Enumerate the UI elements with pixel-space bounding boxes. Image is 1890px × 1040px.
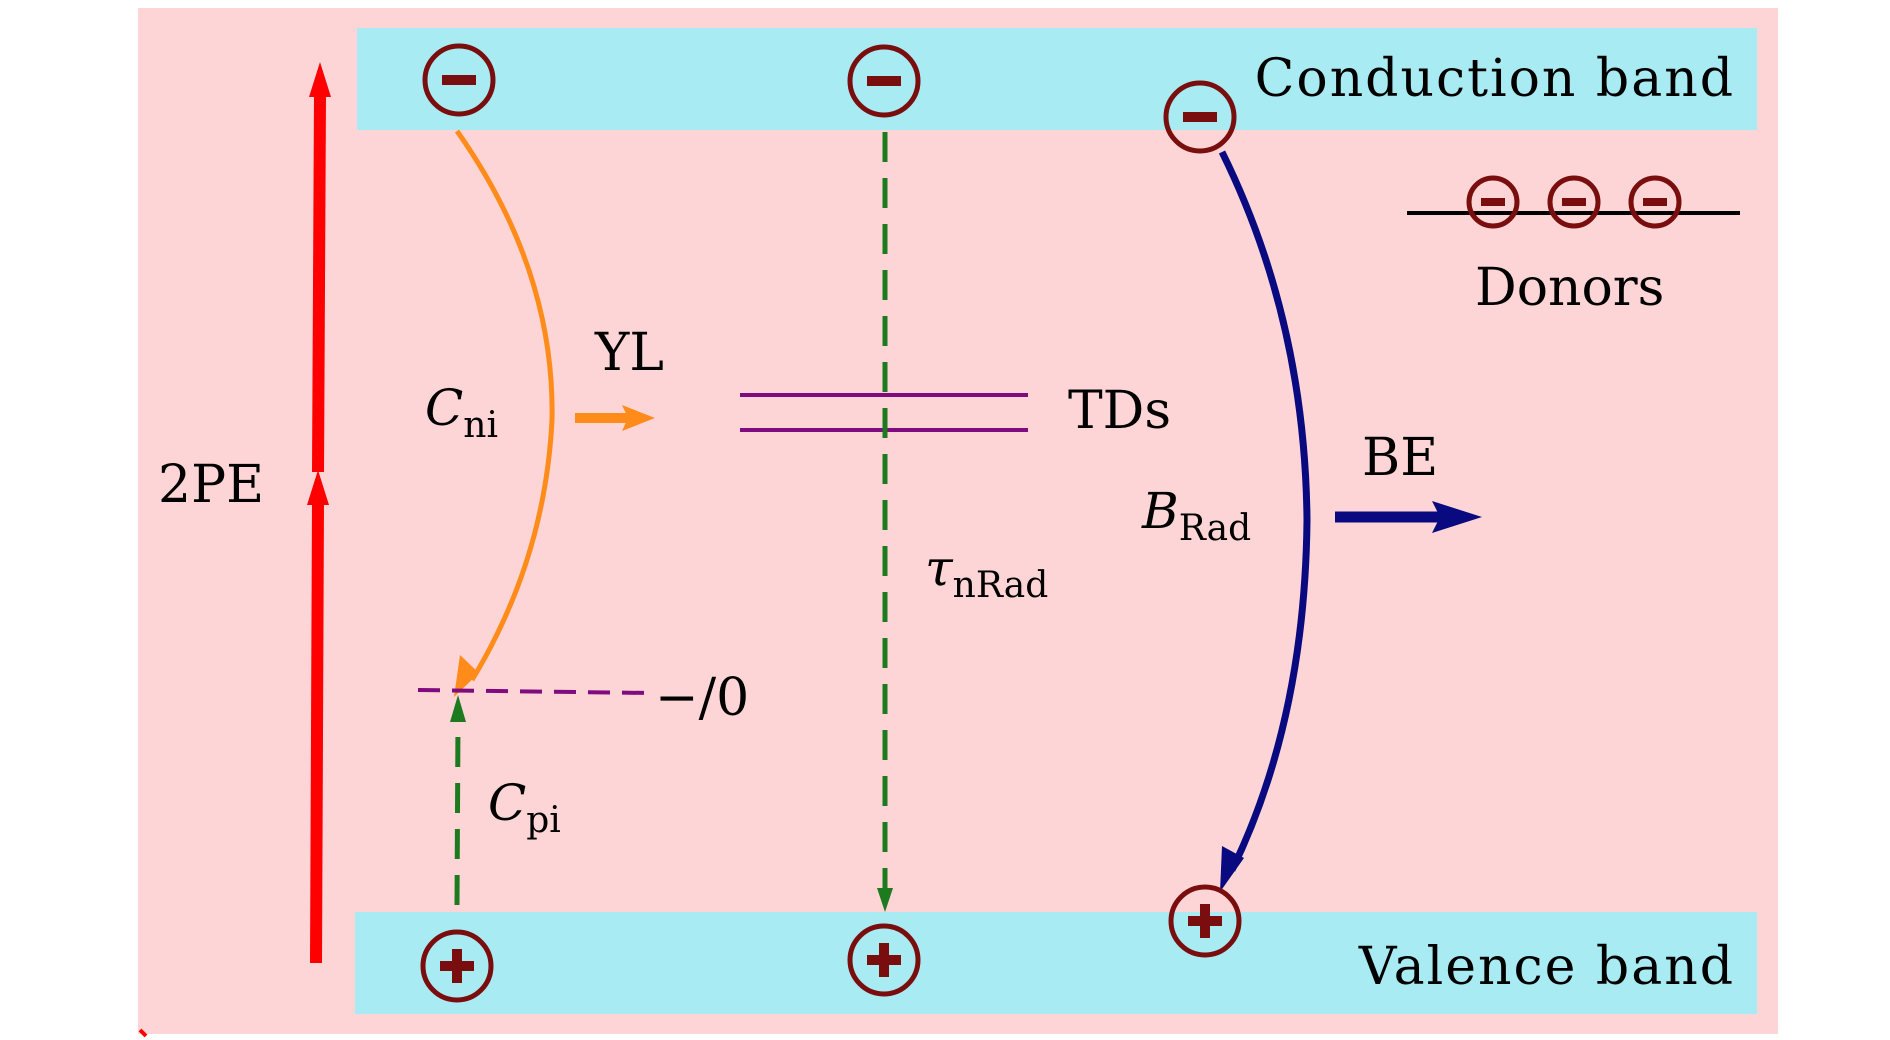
b-rad-label: BRad [1141,482,1251,549]
be-label: BE [1362,428,1438,488]
donor-electron-icon [1466,175,1520,229]
valence-band [355,912,1757,1014]
yl-arrow [575,405,655,431]
be-arrow [1335,501,1482,533]
corner-mark [138,1028,148,1038]
tau-nrad-arrow [877,132,893,912]
c-pi-label: Cpi [488,774,561,841]
two-pe-label: 2PE [158,455,264,515]
tds-label: TDs [1068,381,1171,441]
c-pi-arrow [450,695,466,906]
donors-label: Donors [1475,258,1664,318]
tau-nrad-label: τnRad [925,539,1048,606]
diagram-background [138,8,1778,1034]
b-rad-arrow [1218,150,1311,892]
hole-icon [1168,884,1242,958]
yl-label: YL [594,323,664,383]
valence-band-label: Valence band [1358,937,1735,997]
conduction-band-label: Conduction band [1255,49,1735,109]
conduction-band [357,28,1757,130]
electron-icon [422,43,496,117]
c-ni-label: Cni [425,379,498,446]
c-ni-arrow [454,129,555,697]
hole-icon [847,923,921,997]
electron-icon [1163,80,1237,154]
donor-electron-icon [1628,175,1682,229]
two-pe-arrow [307,62,331,964]
donor-electron-icon [1547,175,1601,229]
trap-level-line [417,688,651,695]
electron-icon [847,44,921,118]
trap-level-label: −/0 [655,668,749,728]
hole-icon [420,929,494,1003]
